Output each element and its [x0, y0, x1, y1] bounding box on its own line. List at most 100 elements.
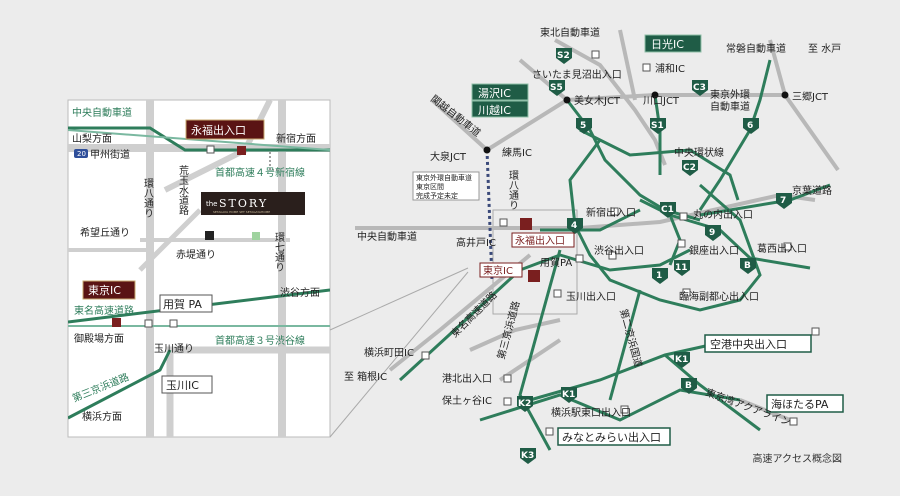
map-label-7: S2	[557, 51, 570, 61]
main-eifuku-badge[interactable]: 永福出入口	[511, 232, 575, 248]
map-label-9: S1	[651, 121, 664, 131]
kawagoe-ic-badge[interactable]: 川越IC	[471, 100, 529, 118]
lbl-joban: 常磐自動車道	[726, 42, 786, 55]
lbl-tomei: 東名高速道路	[448, 289, 500, 341]
map-label-30: 東京IC	[483, 264, 513, 277]
inset-shuto4: 首都高速４号新宿線	[215, 166, 305, 179]
lbl-gaikan1: 東京外環	[710, 88, 750, 101]
main-tokyo-ic-marker[interactable]	[528, 270, 540, 282]
map-label-35: 海ほたるPA	[771, 397, 829, 411]
lbl-kasai: 葛西出入口	[757, 242, 807, 255]
map-label-31: 東京外環自動車道	[416, 173, 472, 182]
inset-kanpachi: 環八通り	[142, 178, 154, 218]
map-label-15: C1	[661, 205, 674, 215]
map-label-24: K2	[518, 399, 531, 409]
lbl-kohoku: 港北出入口	[442, 372, 492, 385]
map-label-2: 用賀 PA	[163, 298, 202, 311]
map-label-33: 完成予定未定	[416, 191, 458, 200]
inset-akatsutsumi: 赤堤通り	[176, 249, 216, 261]
lbl-shinjuku: 新宿出入口	[586, 206, 636, 219]
inset-yamanashi: 山梨方面	[72, 132, 112, 145]
inset-setagaya: 荒玉水道路	[177, 165, 189, 216]
lbl-shibuya: 渋谷出入口	[594, 244, 644, 257]
lbl-keiyo: 京葉道路	[792, 184, 832, 197]
lbl-saitama: さいたま見沼出入口	[532, 68, 622, 81]
inset-shuto3: 首都高速３号渋谷線	[215, 334, 305, 347]
lbl-chuo-exp: 中央自動車道	[357, 230, 417, 243]
lbl-tohoku: 東北自動車道	[540, 26, 600, 39]
map-label-18: B	[744, 261, 751, 271]
inset-eifuku-badge[interactable]: 永福出入口	[185, 119, 265, 140]
map-label-8: S5	[550, 83, 563, 93]
umihotaru-badge[interactable]: 海ほたるPA	[766, 394, 844, 413]
lbl-oizumi: 大泉JCT	[430, 150, 467, 163]
map-label-3: 玉川IC	[166, 379, 199, 392]
map-label-17: 7	[780, 196, 786, 206]
lbl-ginza: 銀座出入口	[689, 244, 739, 257]
story-location[interactable]	[205, 231, 214, 240]
map-label-10: C3	[693, 83, 706, 93]
map-label-0: 永福出入口	[191, 123, 246, 137]
map-label-4: the	[206, 200, 218, 208]
map-label-19: 11	[675, 263, 688, 273]
map-label-32: 東京区間	[416, 182, 444, 191]
inset-map: 20 428 中央自動車道 山梨方面 甲州街道 新宿方面 首都高速４号新宿線 環…	[67, 99, 331, 438]
lbl-yokohama-higashi: 横浜駅東口出入口	[551, 406, 631, 419]
nikko-ic-badge[interactable]: 日光IC	[644, 34, 702, 53]
map-label-20: 1	[656, 271, 662, 281]
route-marks: S2 S5 S1 C3 5 6 C2 4 C1 9 7 B 11 1 K1 B …	[517, 48, 792, 464]
lbl-takaido: 高井戸IC	[456, 236, 496, 249]
yuzawa-ic-badge[interactable]: 湯沢IC	[471, 83, 529, 101]
main-tokyo-ic-badge[interactable]: 東京IC	[479, 262, 523, 278]
inset-shinjuku-dir: 新宿方面	[276, 132, 316, 145]
lbl-yoga: 用賀PA	[540, 257, 572, 269]
koshu-shield: 20	[77, 150, 86, 158]
map-label-5: STORY	[219, 197, 268, 210]
map-label-23: K1	[562, 390, 575, 400]
kuko-badge[interactable]: 空港中央出入口	[704, 334, 812, 353]
inset-kibogaoka: 希望丘通り	[80, 226, 130, 239]
lbl-rinkai: 臨海副都心出入口	[679, 290, 759, 303]
map-label-6: SETAGAYA HOME SET SETAGAYAHOME	[213, 210, 270, 214]
inset-koshu: 甲州街道	[90, 148, 130, 161]
main-map: S2 S5 S1 C3 5 6 C2 4 C1 9 7 B 11 1 K1 B …	[344, 26, 844, 464]
map-label-13: C2	[683, 163, 696, 173]
inset-tamagawa-dori: 玉川通り	[154, 343, 194, 355]
inset-yoga-badge[interactable]: 用賀 PA	[159, 294, 213, 313]
lbl-hakone: 至 箱根IC	[344, 370, 387, 383]
lbl-marunouchi: 丸の内出入口	[693, 208, 753, 221]
inset-kannana: 環七通り	[273, 232, 285, 272]
map-label-34: 空港中央出入口	[710, 337, 787, 351]
map-label-36: みなとみらい出入口	[562, 430, 661, 444]
inset-tomei: 東名高速道路	[74, 304, 134, 317]
map-label-14: 4	[571, 221, 577, 231]
story-logo[interactable]: the STORY SETAGAYA HOME SET SETAGAYAHOME	[201, 192, 305, 215]
inset-yokohama-dir: 横浜方面	[82, 410, 122, 423]
map-label-16: 9	[709, 228, 715, 238]
lbl-nerima: 練馬IC	[502, 146, 532, 159]
inset-tamagawa-badge[interactable]: 玉川IC	[161, 375, 213, 394]
lbl-misato: 三郷JCT	[792, 91, 829, 103]
map-caption: 高速アクセス概念図	[752, 454, 843, 465]
lbl-hodogaya: 保土ヶ谷IC	[442, 394, 492, 407]
lbl-kanpachi: 環八通り	[507, 170, 519, 210]
inset-gotemba: 御殿場方面	[74, 332, 124, 345]
lbl-kawaguchi: 川口JCT	[643, 96, 680, 107]
inset-tokyo-ic-badge[interactable]: 東京IC	[82, 280, 136, 300]
eifuku-marker[interactable]	[237, 146, 246, 155]
tokyo-ic-marker[interactable]	[112, 318, 121, 327]
inset-shibuya-dir: 渋谷方面	[280, 286, 320, 299]
main-eifuku-marker[interactable]	[520, 218, 532, 230]
map-label-21: K1	[675, 355, 688, 365]
lbl-minjo: 美女木JCT	[574, 94, 621, 107]
lbl-urawa: 浦和IC	[655, 62, 685, 75]
gaikan-note: 東京外環自動車道 東京区間 完成予定未定	[412, 171, 480, 201]
lbl-mito: 至 水戸	[808, 43, 841, 55]
map-label-25: K3	[521, 451, 534, 461]
lbl-chuo-kanjo: 中央環状線	[674, 146, 724, 159]
minatomirai-badge[interactable]: みなとみらい出入口	[557, 427, 671, 446]
map-label-26: 日光IC	[651, 37, 684, 51]
lbl-gaikan2: 自動車道	[710, 100, 750, 113]
lbl-tamagawa: 玉川出入口	[566, 290, 616, 303]
